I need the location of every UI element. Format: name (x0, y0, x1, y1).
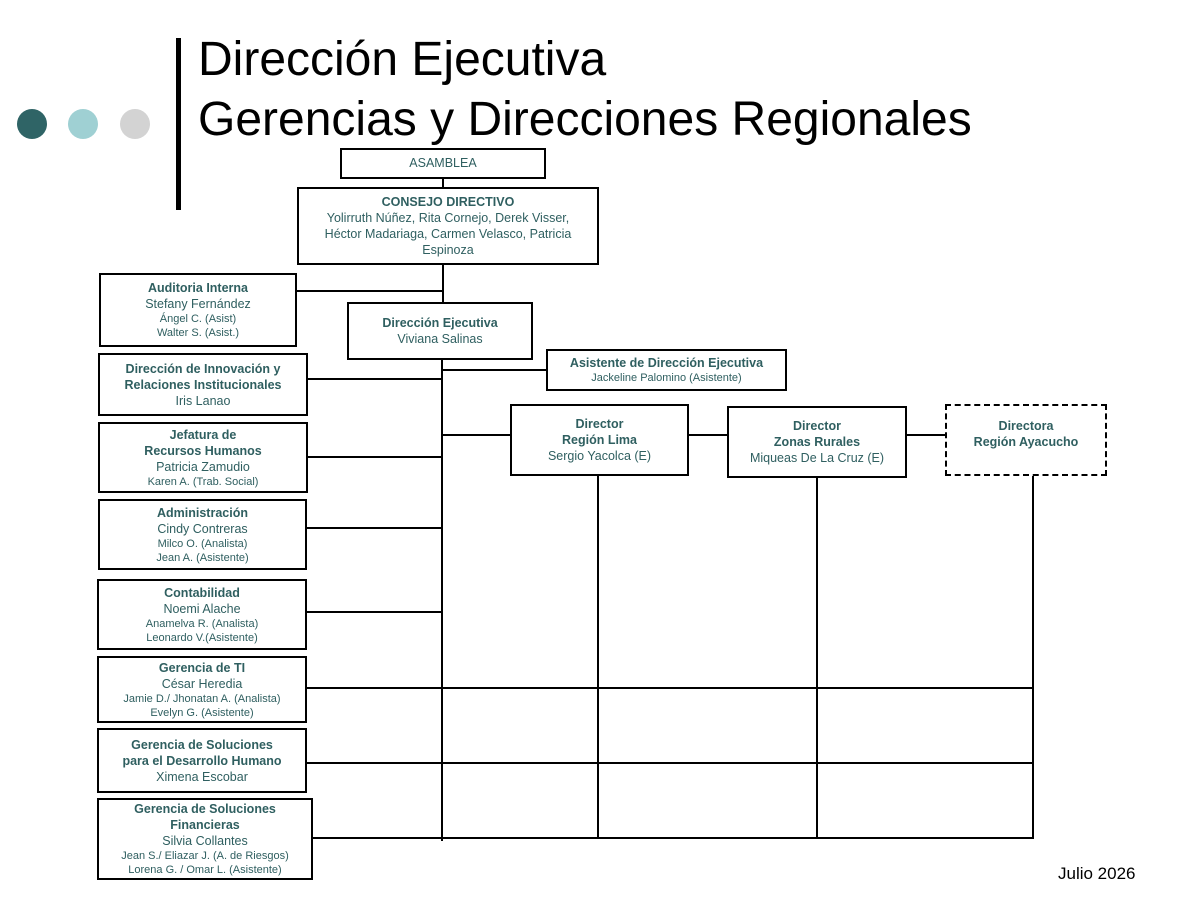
auditoria-head: Stefany Fernández (145, 297, 251, 311)
vertical-lima (597, 474, 599, 839)
ayacucho-title-1: Directora (998, 419, 1054, 433)
asistente-box: Asistente de Dirección Ejecutiva Jackeli… (546, 349, 787, 391)
contabilidad-staff-1: Anamelva R. (Analista) (145, 617, 259, 630)
lima-title-2: Región Lima (561, 433, 637, 447)
contabilidad-title: Contabilidad (164, 585, 240, 600)
connector-lima-rurales (688, 434, 728, 436)
financieras-title-2: Financieras (170, 818, 240, 832)
ti-staff-1: Jamie D./ Jhonatan A. (Analista) (123, 692, 281, 705)
asistente-title: Asistente de Dirección Ejecutiva (569, 356, 764, 370)
rurales-title-2: Zonas Rurales (773, 435, 861, 449)
asamblea-box: ASAMBLEA (340, 148, 546, 179)
auditoria-staff-1: Ángel C. (Asist) (159, 313, 237, 325)
connector-lima (442, 434, 511, 436)
title-divider (176, 38, 181, 210)
auditoria-title: Auditoria Interna (147, 281, 248, 295)
vertical-rurales (816, 477, 818, 839)
title-line-2: Gerencias y Direcciones Regionales (198, 93, 972, 146)
auditoria-box: Auditoria Interna Stefany Fernández Ánge… (99, 273, 297, 347)
connector-administracion (305, 527, 442, 529)
innovacion-box: Dirección de Innovación y Relaciones Ins… (98, 353, 308, 416)
desarrollo-title-1: Gerencia de Soluciones (131, 737, 273, 752)
financieras-title-1: Gerencia de Soluciones (134, 802, 276, 816)
ti-box: Gerencia de TI César Heredia Jamie D./ J… (97, 656, 307, 723)
connector-desarrollo (305, 762, 1034, 764)
innovacion-head: Iris Lanao (175, 393, 231, 408)
zonas-rurales-box: Director Zonas Rurales Miqueas De La Cru… (727, 406, 907, 478)
innovacion-title-2: Relaciones Institucionales (124, 377, 282, 392)
region-lima-box: Director Región Lima Sergio Yacolca (E) (510, 404, 689, 476)
asistente-staff: Jackeline Palomino (Asistente) (591, 372, 742, 384)
financieras-staff-2: Lorena G. / Omar L. (Asistente) (128, 864, 282, 876)
footer-date: Julio 2026 (1058, 864, 1136, 883)
connector-ti (305, 687, 1034, 689)
consejo-members: Yolirruth Núñez, Rita Cornejo, Derek Vis… (324, 211, 572, 257)
connector-financieras (311, 837, 1034, 839)
lima-title-1: Director (575, 417, 624, 431)
light-teal-dot (68, 109, 98, 139)
ti-head: César Heredia (161, 676, 243, 691)
rrhh-title-1: Jefatura de (169, 427, 237, 442)
gray-dot (120, 109, 150, 139)
contabilidad-head: Noemi Alache (163, 601, 241, 616)
dark-teal-dot (17, 109, 47, 139)
financieras-head: Silvia Collantes (162, 834, 248, 848)
rrhh-staff-1: Karen A. (Trab. Social) (147, 475, 259, 488)
connector-rrhh (306, 456, 442, 458)
connector-consejo-direccion (442, 263, 444, 303)
connector-asamblea-consejo (442, 178, 444, 188)
desarrollo-head: Ximena Escobar (156, 769, 248, 784)
rurales-head: Miqueas De La Cruz (E) (749, 451, 885, 465)
administracion-head: Cindy Contreras (157, 521, 248, 536)
consejo-title: CONSEJO DIRECTIVO (381, 195, 515, 209)
rrhh-head: Patricia Zamudio (156, 459, 250, 474)
region-ayacucho-box: Directora Región Ayacucho (945, 404, 1107, 476)
lima-head: Sergio Yacolca (E) (547, 449, 652, 463)
direccion-head: Viviana Salinas (397, 332, 483, 346)
consejo-box: CONSEJO DIRECTIVO Yolirruth Núñez, Rita … (297, 187, 599, 265)
administracion-staff-2: Jean A. (Asistente) (156, 551, 249, 564)
rrhh-title-2: Recursos Humanos (144, 443, 262, 458)
administracion-title: Administración (157, 505, 248, 520)
financieras-box: Gerencia de Soluciones Financieras Silvi… (97, 798, 313, 880)
rrhh-box: Jefatura de Recursos Humanos Patricia Za… (98, 422, 308, 493)
ayacucho-title-2: Región Ayacucho (973, 435, 1079, 449)
connector-contabilidad (305, 611, 442, 613)
auditoria-staff-2: Walter S. (Asist.) (156, 327, 240, 339)
rurales-title-1: Director (793, 419, 841, 433)
main-trunk (441, 359, 443, 841)
connector-auditoria (296, 290, 443, 292)
contabilidad-box: Contabilidad Noemi Alache Anamelva R. (A… (97, 579, 307, 650)
direccion-title: Dirección Ejecutiva (382, 316, 498, 330)
connector-rurales-ayacucho (906, 434, 946, 436)
title-line-1: Dirección Ejecutiva (198, 33, 607, 86)
ti-staff-2: Evelyn G. (Asistente) (150, 706, 254, 719)
direccion-ejecutiva-box: Dirección Ejecutiva Viviana Salinas (347, 302, 533, 360)
connector-innovacion (306, 378, 442, 380)
asamblea-label: ASAMBLEA (409, 156, 477, 170)
administracion-staff-1: Milco O. (Analista) (157, 537, 248, 550)
connector-asistente (442, 369, 547, 371)
desarrollo-box: Gerencia de Soluciones para el Desarroll… (97, 728, 307, 793)
vertical-ayacucho (1032, 475, 1034, 839)
financieras-staff-1: Jean S./ Eliazar J. (A. de Riesgos) (121, 850, 289, 862)
innovacion-title-1: Dirección de Innovación y (125, 361, 281, 376)
slide-title: Dirección Ejecutiva Gerencias y Direccio… (198, 30, 972, 150)
ti-title: Gerencia de TI (158, 660, 246, 675)
administracion-box: Administración Cindy Contreras Milco O. … (98, 499, 307, 570)
desarrollo-title-2: para el Desarrollo Humano (122, 753, 282, 768)
contabilidad-staff-2: Leonardo V.(Asistente) (146, 631, 258, 644)
